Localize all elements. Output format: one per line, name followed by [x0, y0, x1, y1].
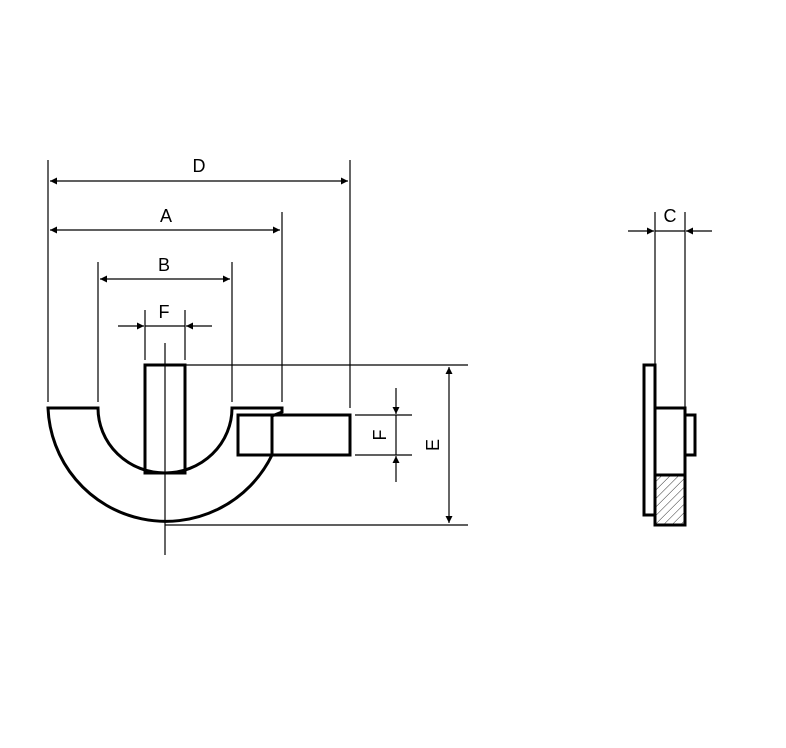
dimension-label-f-top: F	[159, 302, 170, 322]
dimension-a: A	[50, 206, 280, 234]
side-hatched-section	[653, 473, 687, 527]
hook-front-view	[46, 343, 352, 555]
dimension-label-d: D	[193, 156, 206, 176]
side-protrusion	[683, 413, 697, 457]
hook-side-view: C	[628, 206, 712, 527]
dimension-e: E	[423, 367, 453, 523]
dimension-label-c: C	[664, 206, 677, 226]
dimension-label-b: B	[158, 255, 170, 275]
side-back-plate	[642, 363, 657, 517]
dimension-f-top: F	[118, 302, 212, 330]
dimension-f-side: F	[370, 388, 400, 482]
side-main-body	[653, 406, 687, 477]
dimension-label-a: A	[160, 206, 172, 226]
hook-u-shape	[46, 406, 284, 523]
dimension-label-e: E	[423, 439, 443, 451]
dimension-b: B	[100, 255, 230, 283]
dimension-d: D	[50, 156, 348, 185]
dimension-label-f-side: F	[370, 430, 390, 441]
hook-arm	[236, 413, 352, 457]
extension-lines	[47, 160, 468, 526]
